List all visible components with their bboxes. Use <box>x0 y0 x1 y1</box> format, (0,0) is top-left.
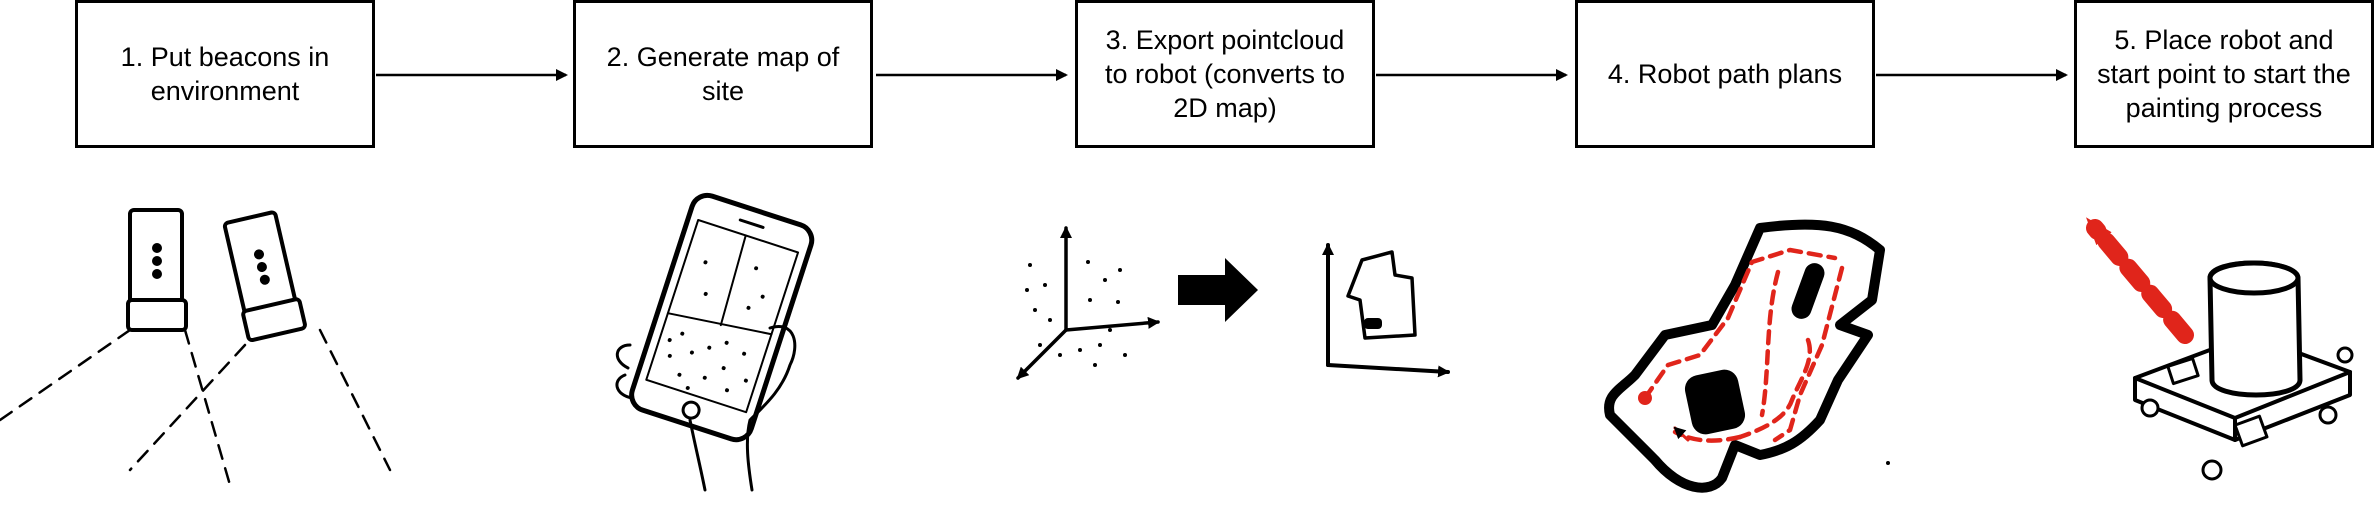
step-2-box: 2. Generate map of site <box>573 0 873 148</box>
step-3-label: 3. Export pointcloud to robot (converts … <box>1104 25 1346 123</box>
step-1-label: 1. Put beacons in environment <box>120 42 330 106</box>
robot-start-icon <box>2085 217 2354 481</box>
step-2-label: 2. Generate map of site <box>606 42 840 106</box>
path-plan-icon <box>1604 219 1890 493</box>
step-1-box: 1. Put beacons in environment <box>75 0 375 148</box>
step-5-label: 5. Place robot and start point to start … <box>2097 25 2351 123</box>
step-4-label: 4. Robot path plans <box>1607 59 1843 89</box>
phone-scan-icon <box>615 192 815 492</box>
step-5-box: 5. Place robot and start point to start … <box>2074 0 2374 148</box>
step-3-box: 3. Export pointcloud to robot (converts … <box>1075 0 1375 148</box>
beacons-icon <box>0 208 392 487</box>
step-4-box: 4. Robot path plans <box>1575 0 1875 148</box>
pointcloud-to-map-icon <box>1016 226 1450 380</box>
